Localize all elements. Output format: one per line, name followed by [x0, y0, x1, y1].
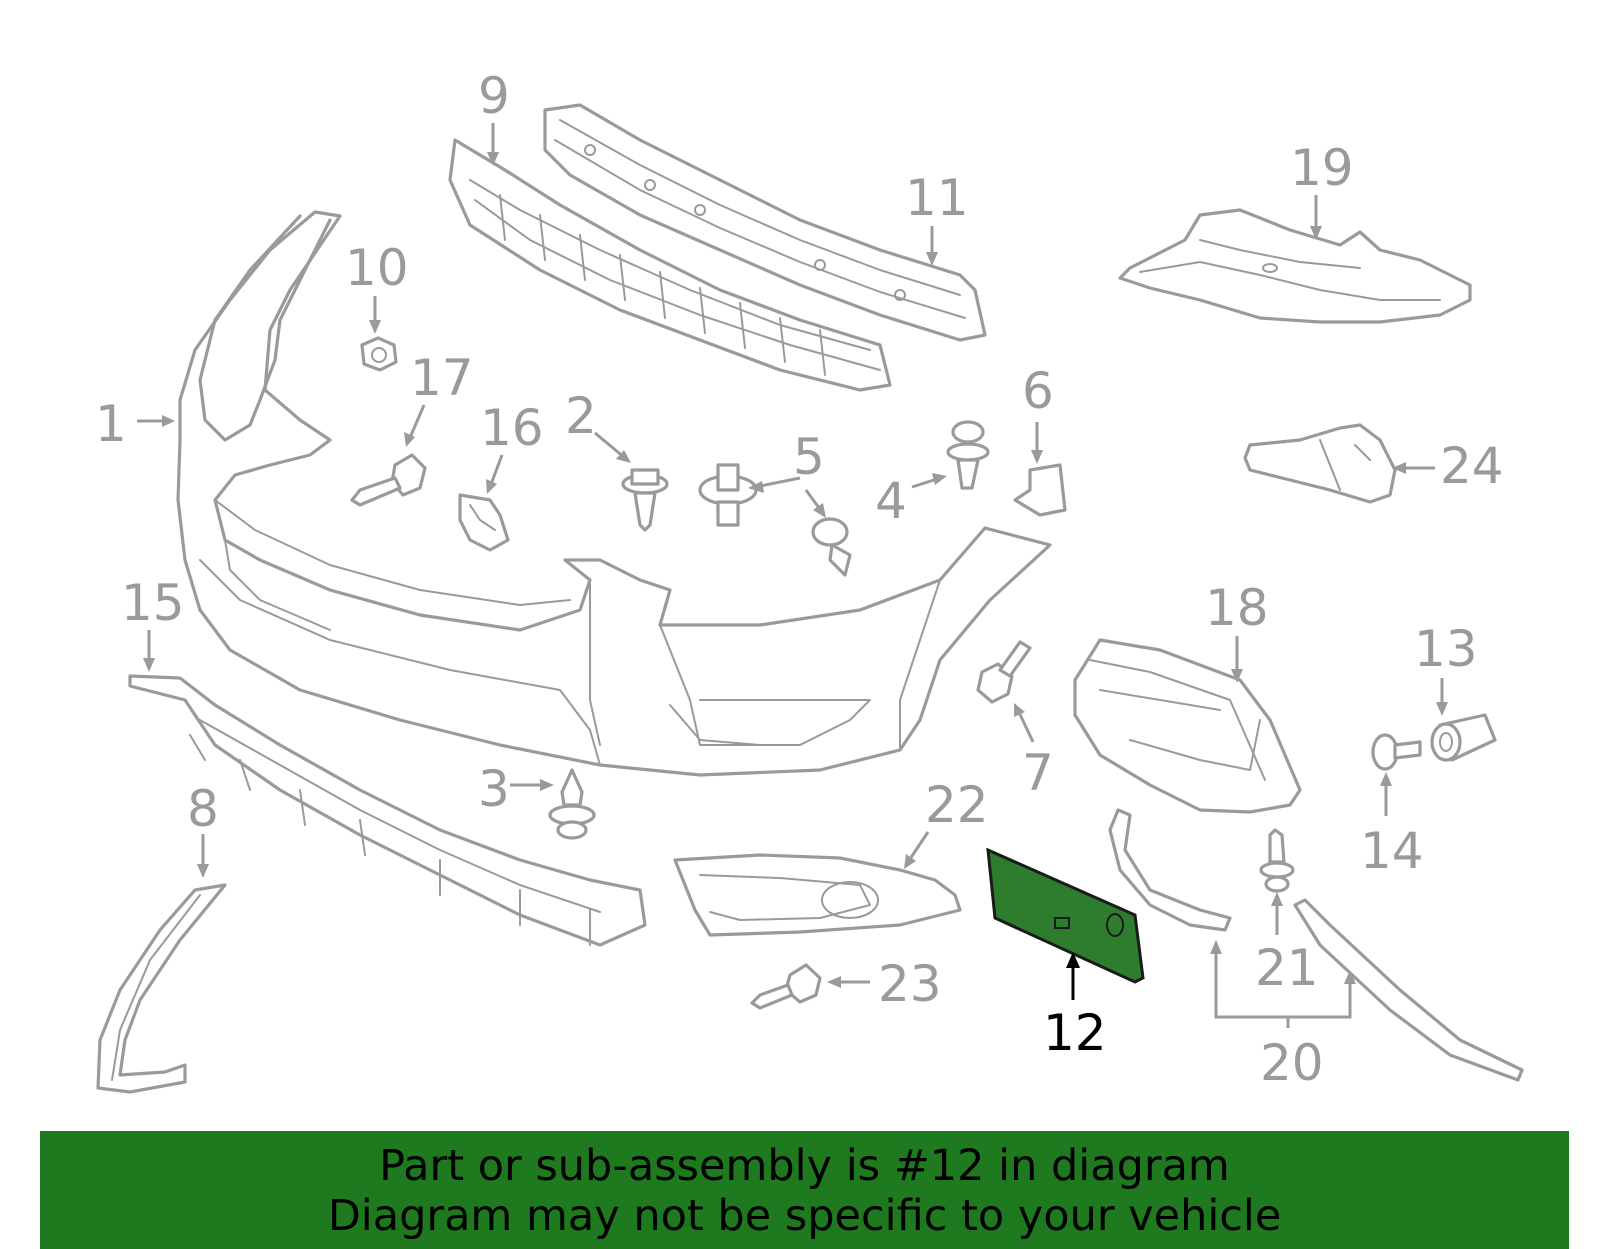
callout-19: 19: [1290, 139, 1354, 197]
callout-5: 5: [793, 428, 825, 486]
part-11-reinforcement-bar: [543, 103, 987, 342]
part-23-screw: [750, 963, 822, 1010]
callout-11: 11: [905, 169, 969, 227]
callout-22: 22: [925, 776, 989, 834]
callout-20: 20: [1260, 1034, 1324, 1092]
part-15-lower-absorber: [128, 674, 647, 947]
callout-8: 8: [187, 780, 219, 838]
callout-16: 16: [480, 399, 544, 457]
callout-14: 14: [1360, 822, 1424, 880]
part-21-clip: [1259, 828, 1295, 893]
callout-9: 9: [478, 67, 510, 125]
part-19-under-cover: [1118, 208, 1472, 324]
part-7-bolt: [976, 640, 1032, 704]
banner-line-2: Diagram may not be specific to your vehi…: [327, 1191, 1282, 1241]
callout-4: 4: [875, 472, 907, 530]
part-2-push-clip: [621, 468, 669, 532]
callout-3: 3: [478, 760, 510, 818]
part-16-clip: [458, 493, 510, 552]
callout-6: 6: [1022, 362, 1054, 420]
callouts: 1 2 3 4 5 6 7 8 9 10 11 12 13 14 15 16 1…: [95, 67, 1504, 1092]
part-14-screw: [1371, 733, 1422, 771]
part-4-push-pin: [946, 420, 990, 490]
part-1-bumper-cover: [176, 210, 1052, 777]
callout-24: 24: [1440, 437, 1504, 495]
callout-2: 2: [565, 387, 597, 445]
part-5-retainer: [698, 463, 852, 577]
callout-17: 17: [410, 349, 474, 407]
callout-12: 12: [1043, 1004, 1107, 1062]
banner-line-1: Part or sub-assembly is #12 in diagram: [379, 1141, 1230, 1191]
callout-23: 23: [878, 955, 942, 1013]
part-18-fog-lamp-bracket: [1073, 638, 1302, 814]
callout-10: 10: [345, 239, 409, 297]
callout-13: 13: [1414, 620, 1478, 678]
callout-21: 21: [1255, 939, 1319, 997]
part-9-energy-absorber: [448, 138, 892, 392]
info-banner: Part or sub-assembly is #12 in diagram D…: [40, 1131, 1569, 1249]
part-10-nut: [360, 336, 398, 372]
part-20-trim-strips: [1108, 808, 1524, 1082]
part-17-screw: [350, 453, 427, 507]
part-3-push-clip: [548, 768, 596, 840]
part-6-bracket: [1013, 463, 1067, 517]
part-24-sensor-bracket: [1243, 423, 1397, 504]
part-13-spacer: [1430, 713, 1497, 762]
leader-lines: [137, 123, 1448, 1028]
callout-18: 18: [1205, 579, 1269, 637]
callout-1: 1: [95, 395, 127, 453]
part-22-fog-lamp-bezel: [673, 853, 962, 937]
callout-7: 7: [1022, 744, 1054, 802]
part-8-side-bracket: [96, 883, 227, 1094]
callout-15: 15: [121, 574, 185, 632]
part-12-license-plate-bracket: [986, 847, 1145, 984]
